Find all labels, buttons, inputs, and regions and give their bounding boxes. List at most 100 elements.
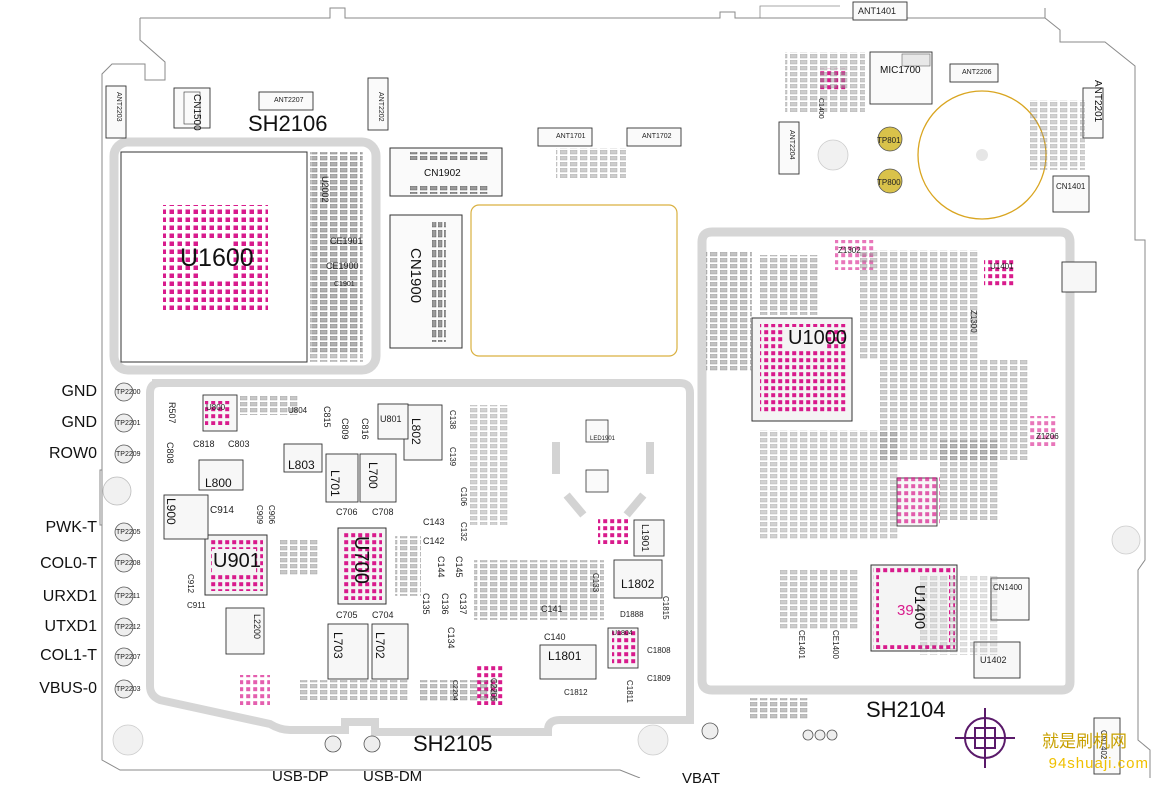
label-l1901: L1901 [639,524,650,552]
label-cn1401: CN1401 [1056,182,1086,191]
tp-id: TP2212 [116,624,141,631]
label-c143: C143 [423,517,445,527]
tp-id: TP2205 [116,529,141,536]
mount-hole [102,476,132,506]
label-ant2206: ANT2206 [962,69,992,76]
tp801-pad [877,126,903,152]
tp-id: TP2200 [116,389,141,396]
watermark-url: 94shuaji.com [1048,755,1149,772]
label-c706: C706 [336,507,358,517]
label-ce1900: CE1900 [326,261,359,271]
label-c145: C145 [454,556,464,578]
label-ant2201: ANT2201 [1092,80,1103,123]
label-c132: C132 [459,522,468,542]
label-c803: C803 [228,439,250,449]
label-c144: C144 [436,556,446,578]
chip-label-mic1700: MIC1700 [880,65,921,76]
label-l701: L701 [328,470,342,497]
label-ce1901: CE1901 [330,236,363,246]
passive-clusters [240,52,1085,720]
label-ce1400: CE1400 [831,630,840,659]
label-l2200: L2200 [252,614,262,640]
label-u1402: U1402 [980,655,1007,665]
label-u1401: U1401 [990,262,1014,271]
label-c815: C815 [322,406,332,428]
label-c141: C141 [541,604,563,614]
watermark-brand: 就是刷机网 [1042,732,1127,751]
label-c1812: C1812 [564,688,588,697]
label-l800: L800 [205,476,232,490]
label-c911: C911 [187,601,206,610]
shield-label-sh2105: SH2105 [413,731,493,756]
tp-id: TP2203 [116,686,141,693]
pin-label-pwk-t: PWK-T [45,519,97,536]
label-ant2207: ANT2207 [274,97,304,104]
shield-label-sh2104: SH2104 [866,697,946,722]
label-r507: R507 [167,402,177,424]
label-c133: C133 [591,573,600,593]
pin-label-gnd-2: GND [61,414,97,431]
label-d1888: D1888 [620,610,644,619]
label-c137: C137 [458,593,468,615]
label-c809: C809 [340,418,350,440]
label-c909: C909 [255,505,264,525]
label-c2204: C2204 [451,680,458,701]
fpc-area [470,204,678,357]
label-u1804: U1804 [612,630,633,637]
label-c135: C135 [421,593,431,615]
label-l1802: L1802 [621,577,655,591]
label-c1901: C1901 [334,281,355,288]
label-usb-dp: USB-DP [272,768,329,785]
label-c708: C708 [372,507,394,517]
chip-label-u901: U901 [213,550,261,572]
label-c140: C140 [544,632,566,642]
label-cn1500: CN1500 [191,94,202,131]
label-ant1401: ANT1401 [858,6,897,16]
label-l702: L702 [373,632,387,659]
label-c914: C914 [210,505,234,516]
label-ant1702: ANT1702 [642,133,672,140]
chip-label-u700: U700 [350,536,372,584]
label-c818: C818 [193,439,215,449]
label-l703: L703 [331,632,345,659]
label-u2002: U2002 [320,176,330,203]
label-c2206: C2206 [489,678,498,702]
label-usb-dm: USB-DM [363,768,423,785]
shield-label-sh2106: SH2106 [248,111,328,136]
label-tp800: TP800 [877,178,901,187]
label-c1809: C1809 [647,674,671,683]
label-z1300: Z1300 [969,310,978,333]
cn1900-body [389,214,463,349]
label-ant1701: ANT1701 [556,133,586,140]
label-vbat: VBAT [682,770,721,787]
label-cn1400: CN1400 [993,583,1023,592]
label-c106: C106 [459,487,468,507]
pin-label-gnd-1: GND [61,383,97,400]
test-points [114,382,838,753]
pin-label-col1-t: COL1-T [40,647,97,664]
chip-label-u1000: U1000 [788,327,847,349]
label-c1815: C1815 [661,596,670,620]
label-ce1401: CE1401 [797,630,806,659]
chip-label-u1600: U1600 [180,244,254,272]
label-ant2202: ANT2202 [377,92,384,122]
label-ant2204: ANT2204 [788,130,795,160]
label-l900: L900 [164,498,178,525]
label-u801: U801 [380,414,402,424]
tp800-pad [877,168,903,194]
board-outline [140,7,1151,778]
label-z1206: Z1206 [1036,432,1059,441]
label-c705: C705 [336,610,358,620]
label-c136: C136 [440,593,450,615]
pin-label-col0-t: COL0-T [40,555,97,572]
reticle-mark [955,708,1015,768]
tp-id: TP2207 [116,654,141,661]
label-c138: C138 [448,410,457,430]
mount-hole [1111,525,1141,555]
pin-label-utxd1: UTXD1 [44,618,97,635]
label-u800: U800 [206,403,226,412]
label-ant2203: ANT2203 [115,92,122,122]
pin-label-urxd1: URXD1 [42,588,97,605]
label-l1801: L1801 [548,649,582,663]
